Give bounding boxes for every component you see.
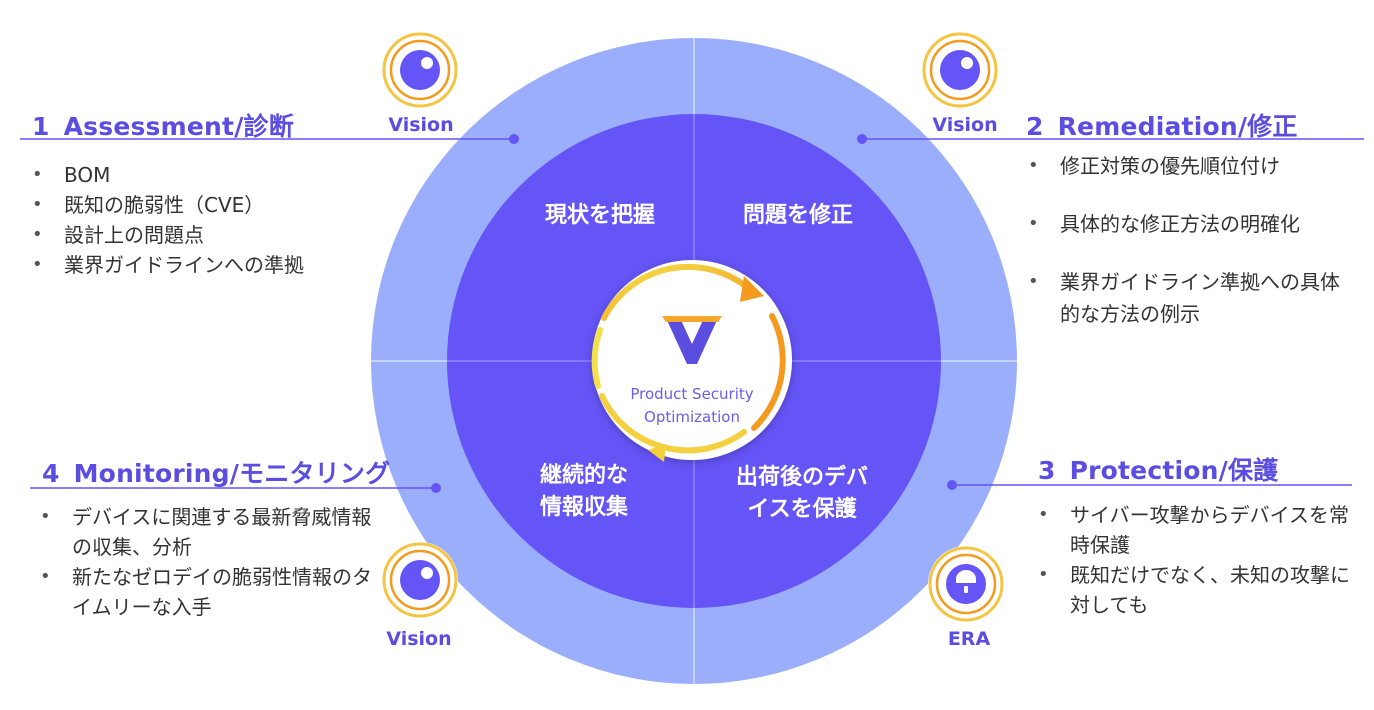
- cycle-arc-left: [591, 327, 603, 389]
- quadrant-label-protect: 出荷後のデバ イスを保護: [735, 465, 868, 522]
- list-item: デバイスに関連する最新脅威情報の収集、分析: [34, 502, 378, 562]
- connector-1: [20, 134, 519, 144]
- list-item: BOM: [26, 160, 366, 190]
- lock-icon: [928, 546, 1004, 622]
- list-item: 既知の脆弱性（CVE）: [26, 190, 366, 220]
- connector-2: [857, 134, 1364, 144]
- list-item: 新たなゼロデイの脆弱性情報のタイムリーな入手: [34, 562, 378, 622]
- section-list-2: 修正対策の優先順位付け 具体的な修正方法の明確化 業界ガイドライン準拠への具体的…: [1022, 150, 1342, 330]
- connector-3: [947, 480, 1352, 490]
- section-list-1: BOM 既知の脆弱性（CVE） 設計上の問題点 業界ガイドラインへの準拠: [26, 160, 366, 280]
- eye-icon: [922, 32, 998, 108]
- badge-label-2: Vision: [932, 114, 998, 136]
- list-item: 既知だけでなく、未知の攻撃に対しても: [1032, 560, 1352, 620]
- v-logo-icon: [662, 316, 722, 364]
- section-list-4: デバイスに関連する最新脅威情報の収集、分析 新たなゼロデイの脆弱性情報のタイムリ…: [34, 502, 378, 622]
- quadrant-label-remediate: 問題を修正: [742, 203, 853, 228]
- cycle-arc-right: [751, 313, 786, 431]
- badge-label-3: ERA: [947, 628, 991, 650]
- section-list-3: サイバー攻撃からデバイスを常時保護 既知だけでなく、未知の攻撃に対しても: [1032, 500, 1352, 620]
- cycle-arrow-top: [740, 276, 764, 302]
- center-title: Product Security Optimization: [630, 385, 754, 426]
- cycle-arc-top: [601, 263, 751, 321]
- list-item: 業界ガイドライン準拠への具体的な方法の例示: [1022, 266, 1342, 330]
- list-item: 修正対策の優先順位付け: [1022, 150, 1342, 182]
- list-item: 業界ガイドラインへの準拠: [26, 250, 366, 280]
- list-item: 設計上の問題点: [26, 220, 366, 250]
- list-item: 具体的な修正方法の明確化: [1022, 208, 1342, 240]
- quadrant-label-monitor: 継続的な 情報収集: [539, 463, 628, 520]
- badge-label-1: Vision: [388, 114, 454, 136]
- cycle-arrow-bottom: [648, 444, 666, 462]
- eye-icon: [382, 32, 458, 108]
- quadrant-label-assess: 現状を把握: [544, 203, 655, 228]
- badge-label-4: Vision: [386, 628, 452, 650]
- list-item: サイバー攻撃からデバイスを常時保護: [1032, 500, 1352, 560]
- eye-icon: [382, 542, 458, 618]
- connector-4: [30, 483, 441, 493]
